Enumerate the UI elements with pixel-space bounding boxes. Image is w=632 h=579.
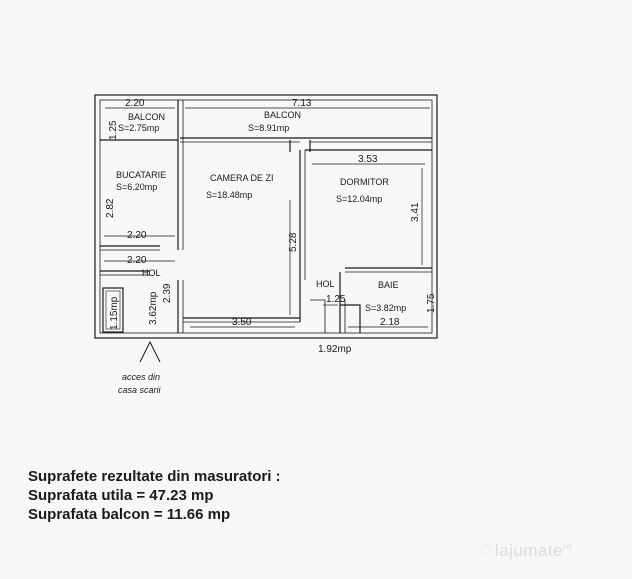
- watermark-suffix: ro: [563, 541, 573, 552]
- room-baie-name: BAIE: [378, 280, 399, 290]
- summary-balcon: Suprafata balcon = 11.66 mp: [28, 506, 231, 523]
- room-baie-area: S=3.82mp: [365, 303, 406, 313]
- access-arrow-icon: [139, 340, 161, 363]
- dim-1-92: 1.92mp: [318, 344, 352, 355]
- dim-1-75: 1.75: [426, 293, 437, 313]
- room-camera-de-zi-area: S=18.48mp: [206, 190, 252, 200]
- dim-2-39: 2.39: [162, 283, 173, 303]
- access-note-line2: casa scarii: [118, 385, 162, 395]
- dim-7-13: 7.13: [292, 98, 312, 109]
- room-camera-de-zi-name: CAMERA DE ZI: [210, 173, 274, 183]
- walls: [94, 94, 438, 339]
- dim-3-62: 3.62mp: [148, 291, 159, 325]
- closet-inner: [105, 290, 121, 330]
- room-balcon-small-area: S=2.75mp: [118, 123, 159, 133]
- dim-1-25-left: 1.25: [108, 120, 119, 140]
- dimension-lines: [104, 107, 430, 328]
- dim-2-18: 2.18: [380, 317, 400, 328]
- room-bucatarie-area: S=6.20mp: [116, 182, 157, 192]
- outer-wall-inner: [99, 99, 433, 334]
- dim-3-41: 3.41: [410, 202, 421, 222]
- dim-5-28: 5.28: [288, 232, 299, 252]
- room-hol-right-name: HOL: [316, 279, 335, 289]
- watermark-text: lajumate: [494, 541, 564, 560]
- dim-3-53: 3.53: [358, 154, 378, 165]
- bath-step: [340, 304, 361, 333]
- dim-2-20-top: 2.20: [125, 98, 145, 109]
- summary-utila: Suprafata utila = 47.23 mp: [28, 487, 214, 504]
- summary-title: Suprafete rezultate din masuratori :: [28, 468, 281, 485]
- room-balcon-small-name: BALCON: [128, 112, 165, 122]
- dim-2-20-mid: 2.20: [127, 230, 147, 241]
- floor-plan: BALCON S=2.75mp BALCON S=8.91mp BUCATARI…: [94, 94, 438, 395]
- closet: [102, 287, 124, 333]
- watermark: ♡lajumatero: [478, 541, 572, 561]
- room-dormitor-area: S=12.04mp: [336, 194, 382, 204]
- dim-1-15: 1.15mp: [109, 296, 120, 330]
- heart-icon: ♡: [478, 543, 493, 560]
- door-marker: [310, 299, 326, 333]
- room-balcon-large-name: BALCON: [264, 110, 301, 120]
- room-bucatarie-name: BUCATARIE: [116, 170, 166, 180]
- surface-summary: Suprafete rezultate din masuratori : Sup…: [28, 467, 281, 524]
- room-dormitor-name: DORMITOR: [340, 177, 389, 187]
- access-note-line1: acces din: [122, 372, 160, 382]
- dim-3-50: 3.50: [232, 317, 252, 328]
- outer-wall: [94, 94, 438, 339]
- dim-1-25-hol: 1.25: [326, 294, 346, 305]
- dim-2-20-low: 2.20: [127, 255, 147, 266]
- room-balcon-large-area: S=8.91mp: [248, 123, 289, 133]
- dim-2-82: 2.82: [105, 198, 116, 218]
- room-hol-left-name: HOL: [142, 268, 161, 278]
